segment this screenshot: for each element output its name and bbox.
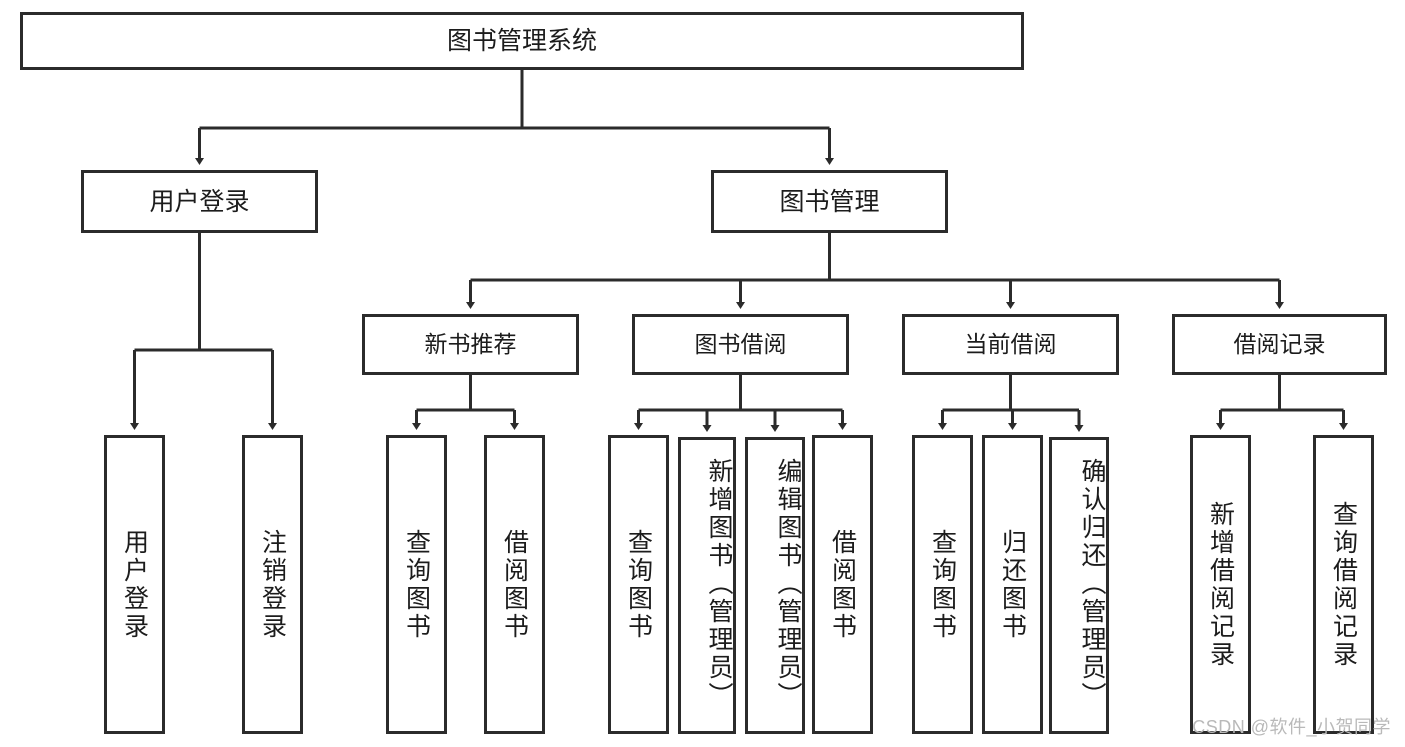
node-label: 图书管理: [779, 187, 880, 216]
node-label: 当前借阅: [964, 330, 1057, 357]
node-label: 用户登录: [149, 187, 250, 216]
node-leaf-query-book-3[interactable]: 查询图书: [912, 435, 973, 734]
node-label: 新增图书（管理员）: [705, 457, 733, 710]
node-current-borrow[interactable]: 当前借阅: [902, 314, 1119, 375]
node-label: 查询图书: [402, 528, 431, 641]
node-book-manage[interactable]: 图书管理: [711, 170, 948, 233]
node-leaf-logout-login[interactable]: 注销登录: [242, 435, 303, 734]
watermark-label: CSDN @软件_小贺同学: [1192, 717, 1391, 737]
node-leaf-user-login[interactable]: 用户登录: [104, 435, 165, 734]
node-leaf-add-book-admin[interactable]: 新增图书（管理员）: [678, 437, 736, 734]
node-label: 图书借阅: [694, 330, 787, 357]
node-label: 借阅图书: [500, 528, 529, 641]
node-label: 编辑图书（管理员）: [774, 457, 802, 710]
node-book-borrow[interactable]: 图书借阅: [632, 314, 849, 375]
node-label: 用户登录: [120, 528, 149, 641]
node-leaf-edit-book-admin[interactable]: 编辑图书（管理员）: [745, 437, 805, 734]
node-leaf-return-book[interactable]: 归还图书: [982, 435, 1043, 734]
node-leaf-confirm-return-admin[interactable]: 确认归还（管理员）: [1049, 437, 1109, 734]
node-leaf-query-borrow-record[interactable]: 查询借阅记录: [1313, 435, 1374, 734]
node-leaf-query-book-2[interactable]: 查询图书: [608, 435, 669, 734]
node-user-login[interactable]: 用户登录: [81, 170, 318, 233]
node-label: 查询借阅记录: [1329, 500, 1358, 669]
node-leaf-query-book-1[interactable]: 查询图书: [386, 435, 447, 734]
node-label: 查询图书: [928, 528, 957, 641]
node-borrow-record[interactable]: 借阅记录: [1172, 314, 1387, 375]
node-label: 归还图书: [998, 528, 1027, 641]
node-label: 借阅图书: [828, 528, 857, 641]
node-label: 确认归还（管理员）: [1078, 457, 1106, 710]
node-label: 借阅记录: [1233, 330, 1326, 357]
node-label: 新书推荐: [424, 330, 517, 357]
node-label: 注销登录: [258, 528, 287, 641]
node-leaf-add-borrow-record[interactable]: 新增借阅记录: [1190, 435, 1251, 734]
node-label: 图书管理系统: [446, 27, 597, 55]
node-new-book-recommend[interactable]: 新书推荐: [362, 314, 579, 375]
node-label: 查询图书: [624, 528, 653, 641]
node-leaf-borrow-book-1[interactable]: 借阅图书: [484, 435, 545, 734]
node-root[interactable]: 图书管理系统: [20, 12, 1024, 70]
node-leaf-borrow-book-2[interactable]: 借阅图书: [812, 435, 873, 734]
node-label: 新增借阅记录: [1206, 500, 1235, 669]
